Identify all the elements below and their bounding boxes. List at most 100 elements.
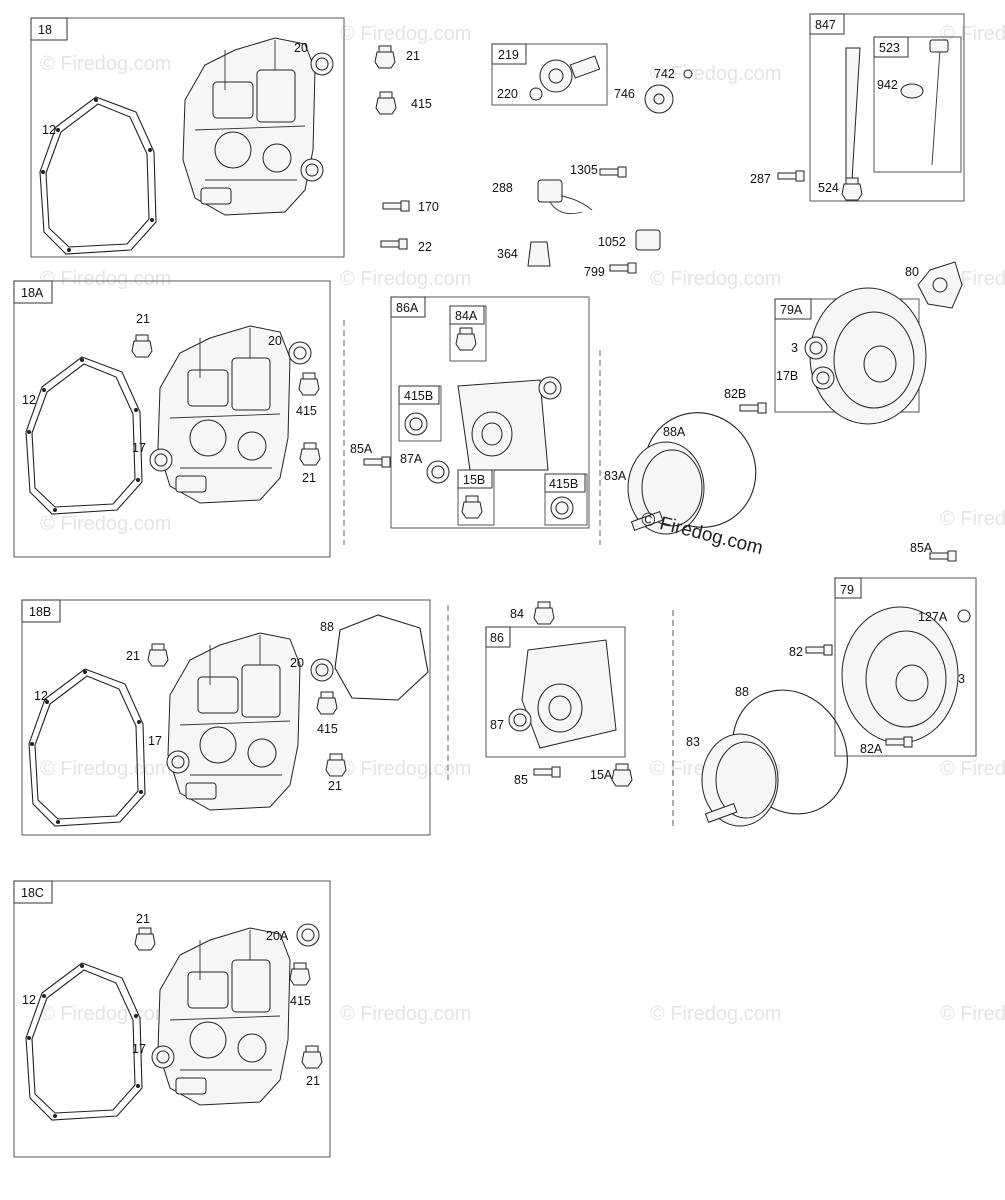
watermark: © Firedog.com: [340, 23, 471, 45]
callout: 20: [290, 656, 304, 670]
callout: 22: [418, 240, 432, 254]
callout: 170: [418, 200, 439, 214]
oil-seal-part: [300, 158, 324, 182]
callout: 20: [294, 41, 308, 55]
crankcase-part: [157, 325, 291, 504]
callout: 21: [126, 649, 140, 663]
oil-seal-part: [166, 750, 190, 774]
group-tag: 523: [879, 41, 900, 55]
callout: 415: [296, 404, 317, 418]
callout: 415: [290, 994, 311, 1008]
watermark: © Firedog.com: [940, 758, 1005, 780]
plug-part: [134, 927, 156, 951]
callout: 364: [497, 247, 518, 261]
oil-seal-part: [310, 52, 334, 76]
plug-part: [298, 372, 320, 396]
callout: 1305: [570, 163, 598, 177]
group-tag: 86: [490, 631, 504, 645]
watermark: © Firedog.com: [940, 23, 1005, 45]
plug-part: [611, 763, 633, 787]
bolt-part: [929, 550, 957, 562]
callout: 17: [132, 1042, 146, 1056]
group-tag: 18A: [21, 286, 44, 300]
callout: 799: [584, 265, 605, 279]
group-219: 219 220: [491, 43, 608, 106]
group-18: 18 12 20: [30, 17, 345, 258]
plug-part: [147, 643, 169, 667]
callout: 21: [406, 49, 420, 63]
callout: 742: [654, 67, 675, 81]
callout: 3: [958, 672, 965, 686]
plug-part: [131, 334, 153, 358]
drum-part: [701, 733, 779, 827]
callout: 220: [497, 87, 518, 101]
oil-seal-part: [426, 460, 450, 484]
plug-part: [299, 442, 321, 466]
callout: 82A: [860, 742, 883, 756]
callout: 80: [905, 265, 919, 279]
bolt-part: [380, 238, 408, 250]
watermark: © Firedog.com: [340, 268, 471, 290]
group-847: 847 523 942 524: [809, 13, 965, 202]
callout: 127A: [918, 610, 948, 624]
gasket-part: [334, 614, 429, 701]
group-tag: 79A: [780, 303, 803, 317]
callout: 82B: [724, 387, 746, 401]
callout: 12: [42, 123, 56, 137]
bolt-part: [805, 644, 833, 656]
bearing-part: [538, 376, 562, 400]
screw-part: [609, 262, 637, 274]
callout: 21: [302, 471, 316, 485]
housing-part: [809, 287, 927, 425]
callout: 17: [132, 441, 146, 455]
watermark: © Firedog.com: [40, 53, 171, 75]
callout: 287: [750, 172, 771, 186]
crankcase-part: [157, 927, 291, 1106]
callout: 288: [492, 181, 513, 195]
plug-part: [374, 45, 396, 69]
callout: 17B: [776, 369, 798, 383]
bolt-part: [885, 736, 913, 748]
bolt-part: [363, 456, 391, 468]
callout: 17: [148, 734, 162, 748]
group-tag: 18: [38, 23, 52, 37]
callout: 82: [789, 645, 803, 659]
plug-part: [461, 495, 483, 519]
callout: 12: [34, 689, 48, 703]
stud-part: [382, 200, 410, 212]
callout: 87: [490, 718, 504, 732]
group-tag: 79: [840, 583, 854, 597]
group-tag: 847: [815, 18, 836, 32]
sensor-part: [537, 179, 563, 203]
plug-part: [455, 327, 477, 351]
group-18b: 18B 12 21 88 20 415 17 21: [21, 599, 431, 836]
watermark-layer: © Firedog.com © Firedog.com © Firedog.co…: [40, 23, 1005, 1025]
group-tag: 15B: [463, 473, 485, 487]
watermark: © Firedog.com: [340, 758, 471, 780]
watermark-center: © Firedog.com: [639, 508, 765, 559]
group-86: 86 87: [485, 626, 626, 758]
callout: 83A: [604, 469, 627, 483]
callout: 1052: [598, 235, 626, 249]
plug-part: [404, 412, 428, 436]
oil-seal-part: [310, 658, 334, 682]
plug-part: [316, 691, 338, 715]
gasket-part: [25, 356, 143, 515]
loose-parts-top: 21 415 170 22: [374, 45, 439, 254]
callout: 12: [22, 393, 36, 407]
callout: 88: [735, 685, 749, 699]
bolt-part: [739, 402, 767, 414]
solenoid-part: [635, 229, 661, 251]
screw-part: [777, 170, 805, 182]
callout: 21: [306, 1074, 320, 1088]
callout: 746: [614, 87, 635, 101]
callout: 524: [818, 181, 839, 195]
watermark: © Firedog.com: [650, 268, 781, 290]
plug-part: [289, 962, 311, 986]
plug-part: [550, 496, 574, 520]
callout: 88A: [663, 425, 686, 439]
washer-part: [683, 69, 693, 79]
callout: 85A: [350, 442, 373, 456]
oil-seal-part: [151, 1045, 175, 1069]
